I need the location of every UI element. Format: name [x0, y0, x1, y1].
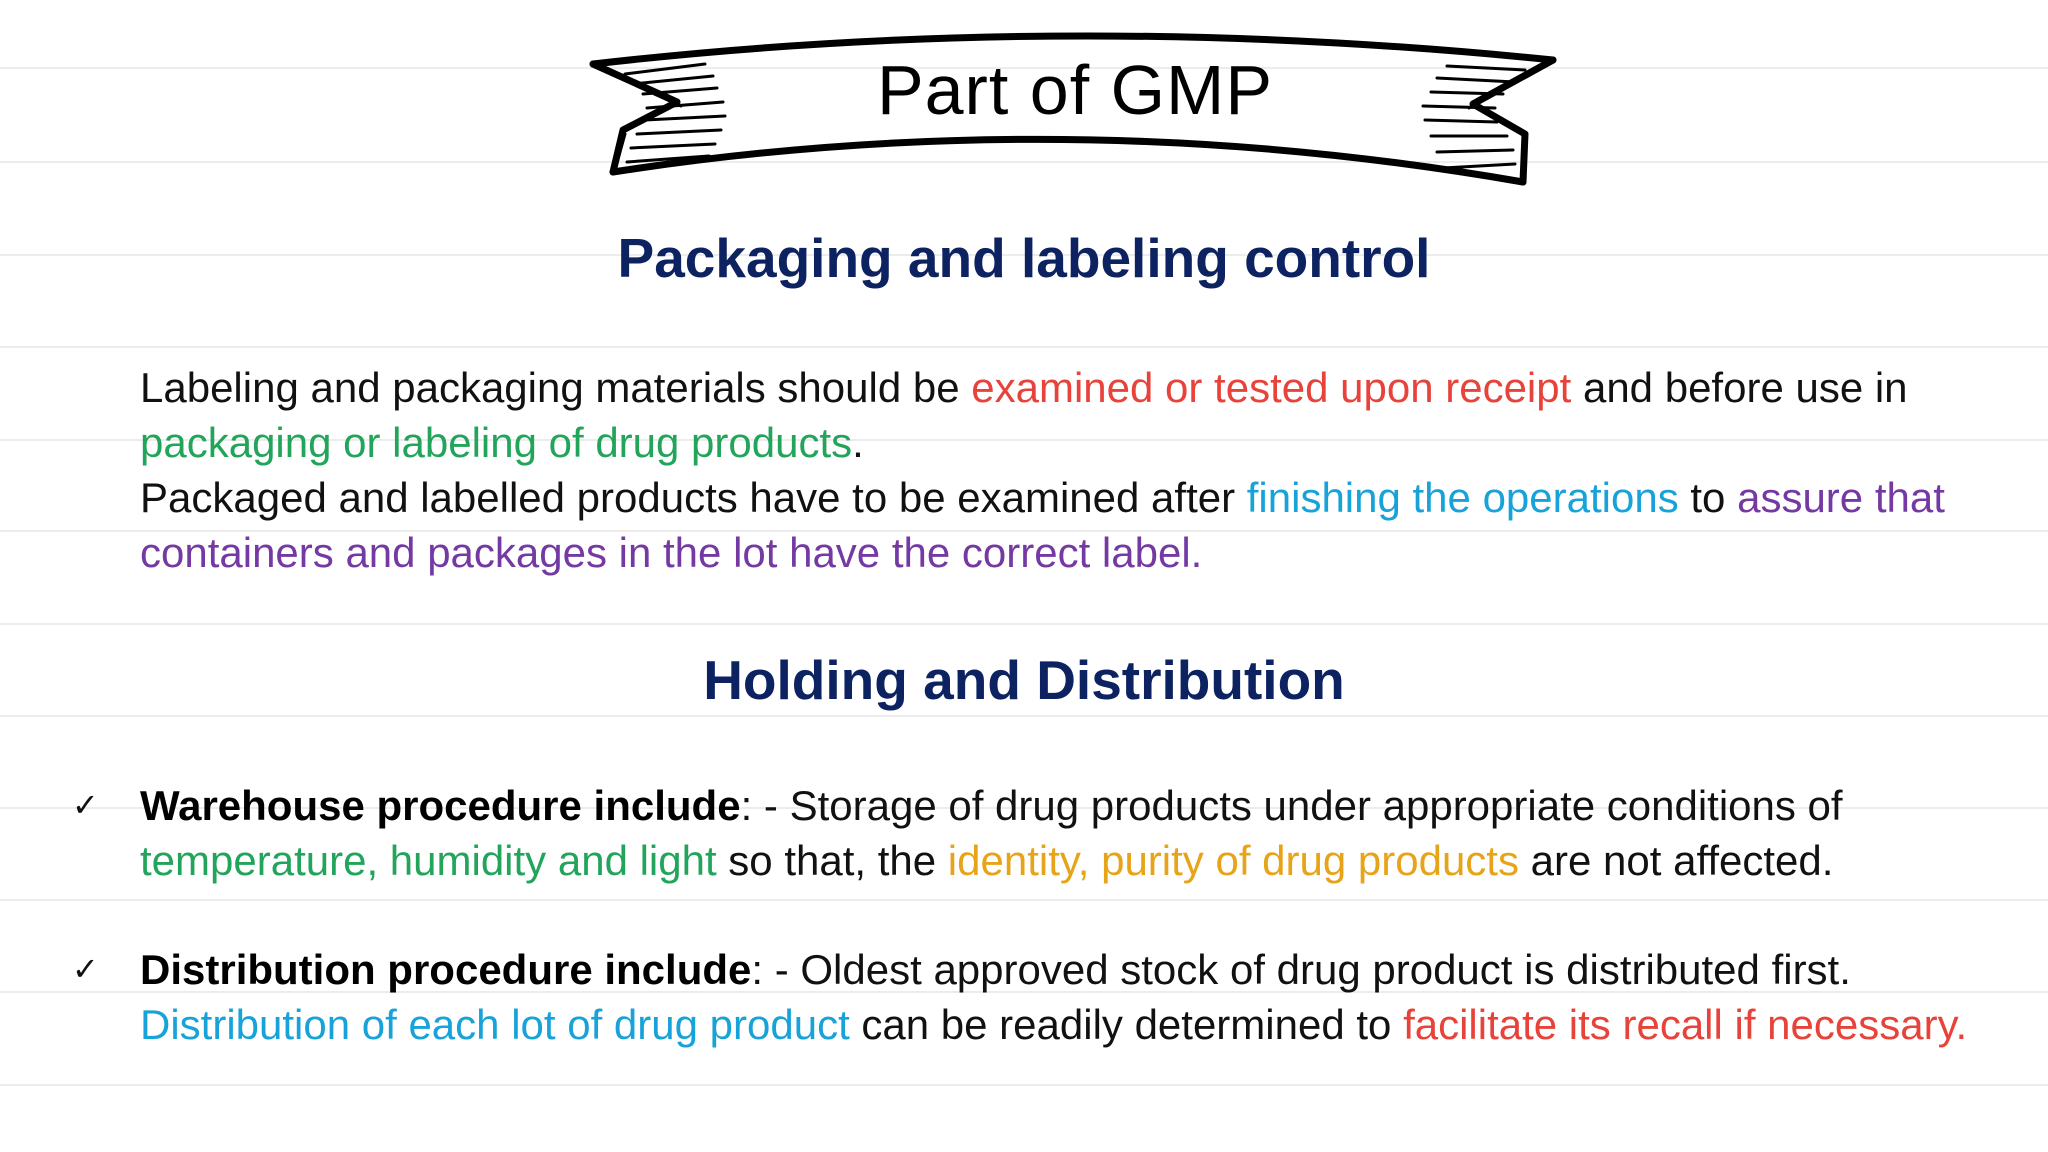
banner-title: Part of GMP — [876, 51, 1274, 129]
text-highlight-green: packaging or labeling of drug products — [140, 419, 853, 466]
title-banner: Part of GMP — [585, 12, 1565, 202]
text-normal: : - Storage of drug products under appro… — [740, 782, 1843, 829]
paragraph-line-products: Packaged and labelled products have to b… — [140, 470, 1990, 580]
bullet-text-warehouse: Warehouse procedure include: - Storage o… — [140, 778, 2000, 888]
text-highlight-blue: Distribution of each lot of drug product — [140, 1001, 850, 1048]
ribbon-banner-icon — [589, 32, 1557, 186]
text-normal: and before use in — [1571, 364, 1908, 411]
bullet-title: Distribution procedure include — [140, 946, 752, 993]
bullet-title: Warehouse procedure include — [140, 782, 741, 829]
text-normal: can be readily determined to — [849, 1001, 1404, 1048]
bullet-text-distribution: Distribution procedure include: - Oldest… — [140, 942, 2000, 1052]
text-normal: so that, the — [716, 837, 948, 884]
section-heading-packaging: Packaging and labeling control — [617, 227, 1431, 289]
text-highlight-orange: identity, purity of drug products — [947, 837, 1519, 884]
paragraph-line-materials: Labeling and packaging materials should … — [140, 360, 1990, 470]
text-normal: Packaged and labelled products have to b… — [140, 474, 1247, 521]
checkmark-icon: ✓ — [72, 786, 99, 824]
packaging-paragraph: Labeling and packaging materials should … — [140, 360, 1990, 580]
text-normal: to — [1678, 474, 1738, 521]
section-heading-holding: Holding and Distribution — [703, 649, 1345, 711]
text-highlight-blue: finishing the operations — [1246, 474, 1679, 521]
text-normal: . — [852, 419, 864, 466]
text-normal: : - Oldest approved stock of drug produc… — [751, 946, 1851, 993]
text-normal: Labeling and packaging materials should … — [140, 364, 972, 411]
text-highlight-red: examined or tested upon receipt — [971, 364, 1572, 411]
checkmark-icon: ✓ — [72, 950, 99, 988]
text-normal: are not affected. — [1518, 837, 1834, 884]
text-highlight-green: temperature, humidity and light — [140, 837, 717, 884]
text-highlight-red: facilitate its recall if necessary. — [1403, 1001, 1968, 1048]
text-highlight-purple: assure that containers and packages in t… — [140, 474, 1945, 576]
